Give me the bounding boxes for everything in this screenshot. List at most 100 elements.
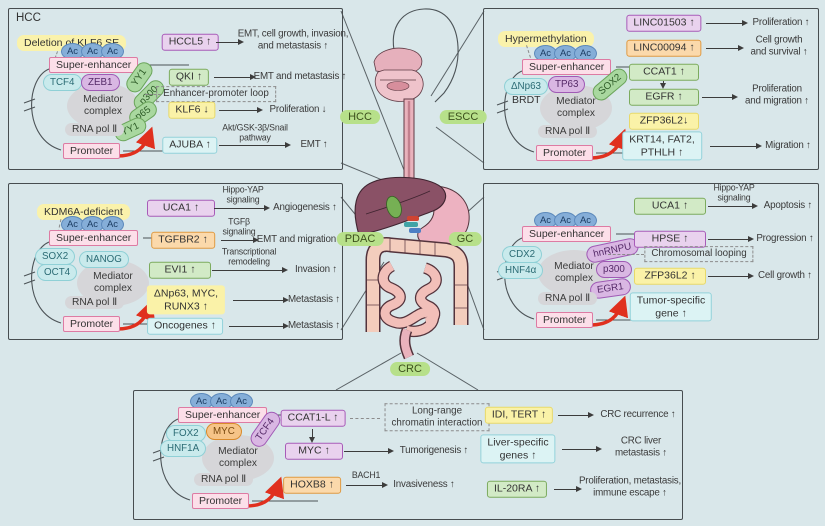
super-enhancer-box: Super-enhancer	[49, 230, 139, 246]
pdac-se-complex: Ac Ac Ac Super-enhancer Mediator complex…	[21, 216, 191, 341]
gene-tgfbr2: TGFBR2 ↑	[151, 231, 215, 249]
gene-ajuba: AJUBA ↑	[162, 136, 218, 154]
arrow	[219, 106, 263, 113]
arrow	[558, 411, 594, 418]
arrow	[706, 19, 748, 26]
super-enhancer-box: Super-enhancer	[49, 57, 139, 73]
gene-idi-tert: IDI, TERT ↑	[484, 406, 554, 424]
arrow	[212, 266, 288, 273]
outcome-linc01503: Proliferation ↑	[752, 17, 810, 29]
panel-pdac: KDM6A-deficient Ac Ac Ac Super-enhancer …	[8, 183, 343, 340]
organ-label-escc: ESCC	[439, 110, 487, 124]
outcome-tgfbr2: EMT and migration ↑	[256, 234, 344, 246]
organ-label-crc: CRC	[390, 362, 430, 376]
outcome-uca1: Apoptosis ↑	[763, 200, 813, 212]
arrow-down	[308, 429, 315, 443]
arrow	[216, 38, 244, 45]
gene-uca1: UCA1 ↑	[147, 199, 215, 217]
chromosomal-looping-note: Chromosomal looping	[644, 246, 754, 262]
arrow	[708, 235, 754, 242]
tf-tcf4: TCF4	[43, 74, 82, 91]
gene-hpse: HPSE ↑	[634, 230, 706, 248]
gene-dnp63-myc-runx3: ΔNp63, MYC, RUNX3 ↑	[146, 285, 226, 315]
promoter-box: Promoter	[63, 316, 121, 332]
outcome-hoxb8: Invasiveness ↑	[393, 479, 455, 491]
arrow	[702, 93, 738, 100]
rna-pol-ii: RNA pol Ⅱ	[538, 125, 598, 138]
via-transcriptional-remodeling: Transcriptional remodeling	[221, 246, 277, 266]
gene-linc01503: LINC01503 ↑	[626, 14, 702, 32]
tf-oct4: OCT4	[37, 264, 78, 281]
via-bach1: BACH1	[351, 470, 381, 481]
arrow	[554, 485, 582, 492]
arrow	[708, 202, 758, 209]
hcc-se-complex: Ac Ac Ac Super-enhancer Mediator complex…	[21, 43, 191, 168]
gene-il20ra: IL-20RA ↑	[486, 480, 548, 498]
outcome-zfp36l2: Cell growth ↑	[757, 270, 813, 282]
gene-oncogenes: Oncogenes ↑	[147, 317, 223, 335]
arrow	[562, 445, 602, 452]
outcome-uca1: Angiogenesis ↑	[273, 202, 337, 214]
outcome-dnp63: Metastasis ↑	[287, 294, 341, 306]
gene-zfp36l2: ZFP36L2 ↑	[634, 267, 706, 285]
loop-dash-connector	[145, 94, 161, 95]
arrow	[219, 141, 291, 148]
arrow	[710, 142, 762, 149]
gene-myc: MYC ↑	[285, 442, 343, 460]
rna-pol-ii: RNA pol Ⅱ	[194, 473, 254, 486]
arrow	[221, 236, 259, 243]
panel-escc: Hypermethylation Ac Ac Ac Super-enhancer…	[483, 8, 819, 170]
gene-zfp36l2: ZFP36L2↓	[629, 112, 699, 130]
via-tgfb: TGFβ signaling	[222, 216, 256, 236]
outcome-idi-tert: CRC recurrence ↑	[600, 409, 676, 421]
tf-cdx2: CDX2	[502, 246, 543, 263]
panel-title-hcc: HCC	[16, 12, 41, 24]
arrow	[706, 44, 744, 51]
tf-hnf4a: HNF4α	[498, 262, 544, 279]
panel-crc: Ac Ac Ac Super-enhancer Mediator complex…	[133, 390, 683, 520]
outcome-klf6: Proliferation ↓	[269, 104, 327, 116]
via-akt-gsk3b-snail: Akt/GSK-3β/Snail pathway	[222, 122, 288, 142]
trigger-hypermethylation: Hypermethylation	[498, 31, 594, 47]
outcome-egfr: Proliferation and migration ↑	[745, 83, 809, 106]
transcription-arrow	[244, 476, 285, 508]
tf-zeb1: ZEB1	[81, 74, 120, 91]
promoter-box: Promoter	[536, 145, 594, 161]
loop-dash-connector	[350, 418, 380, 419]
arrow	[346, 481, 388, 488]
tf-tp63: TP63	[548, 76, 586, 93]
super-enhancer-box: Super-enhancer	[522, 59, 612, 75]
gene-klf6: KLF6 ↓	[168, 101, 216, 119]
arrow	[214, 73, 256, 80]
tf-nanog: NANOG	[79, 251, 129, 268]
outcome-evi1: Invasion ↑	[294, 264, 338, 276]
transcription-arrow	[588, 295, 629, 327]
gene-egfr: EGFR ↑	[629, 88, 699, 106]
tf-sox2: SOX2	[35, 248, 76, 265]
gene-tumor-specific: Tumor-specific gene ↑	[629, 292, 713, 322]
organ-label-gc: GC	[448, 232, 482, 246]
loop-dash-connector	[608, 254, 644, 255]
gene-ccat1: CCAT1 ↑	[629, 63, 699, 81]
long-range-chromatin-note: Long-range chromatin interaction	[384, 403, 490, 431]
gene-ccat1-l: CCAT1-L ↑	[280, 409, 346, 427]
promoter-box: Promoter	[536, 312, 594, 328]
tf-dnp63: ΔNp63	[504, 78, 548, 95]
chromatin-loop	[23, 64, 189, 158]
outcome-ajuba: EMT ↑	[300, 139, 328, 151]
gene-uca1: UCA1 ↑	[634, 197, 706, 215]
via-hippo-yap: Hippo-YAP signaling	[222, 184, 264, 204]
arrow	[214, 204, 270, 211]
via-hippo-yap: Hippo-YAP signaling	[713, 182, 755, 202]
tf-brdt: BRDT	[512, 94, 541, 106]
escc-se-complex: Ac Ac Ac Super-enhancer Mediator complex…	[494, 45, 664, 170]
gene-hccl5: HCCL5 ↑	[161, 33, 219, 51]
gene-evi1: EVI1 ↑	[149, 261, 211, 279]
gene-hoxb8: HOXB8 ↑	[283, 476, 341, 494]
promoter-box: Promoter	[192, 493, 250, 509]
super-enhancer-box: Super-enhancer	[522, 226, 612, 242]
tf-myc: MYC	[206, 423, 242, 440]
outcome-oncogenes: Metastasis ↑	[287, 320, 341, 332]
gc-se-complex: Ac Ac Ac Super-enhancer Mediator complex…	[494, 212, 664, 337]
